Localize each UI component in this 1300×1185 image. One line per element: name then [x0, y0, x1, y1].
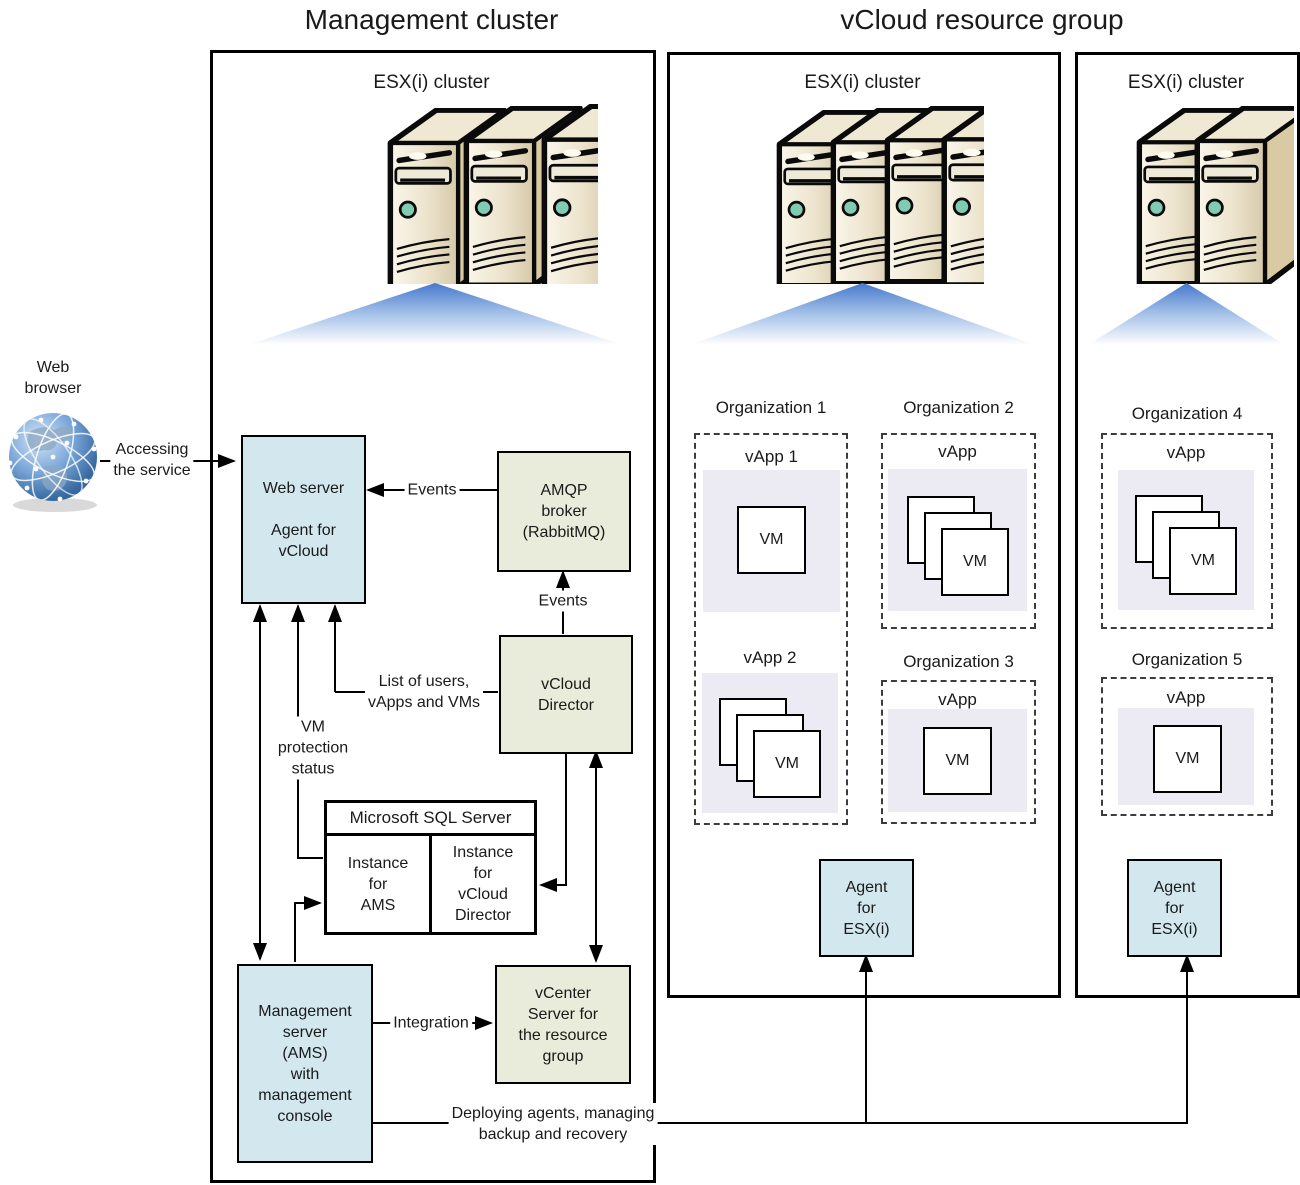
- vm-protection-status-label: VM protection status: [274, 716, 352, 780]
- events-label-broker-to-web: Events: [404, 479, 460, 501]
- aggregation-triangle-resource-2: [1088, 283, 1285, 345]
- vm-stack-front: VM: [753, 730, 821, 798]
- org-4-vapp-label: vApp: [1166, 443, 1206, 462]
- web-server-box: Web server Agent for vCloud: [241, 435, 366, 604]
- server-icon: [544, 106, 598, 284]
- vm-box: VM: [737, 506, 806, 574]
- org-4-label: Organization 4: [1131, 404, 1243, 423]
- org-1-label: Organization 1: [715, 398, 827, 417]
- vcloud-director-box: vCloud Director: [499, 635, 633, 754]
- accessing-service-label: Accessing the service: [110, 439, 194, 481]
- resource-group-title: vCloud resource group: [840, 4, 1124, 35]
- server-icon: [1197, 108, 1294, 284]
- sql-server-box: Microsoft SQL Server Instance for AMS In…: [324, 800, 537, 935]
- vcenter-server-box: vCenter Server for the resource group: [495, 965, 631, 1084]
- vm-stack-front: VM: [941, 528, 1009, 596]
- esx-cluster-label-management: ESX(i) cluster: [373, 72, 490, 93]
- org-2-label: Organization 2: [903, 398, 1014, 417]
- org-2-vapp-label: vApp: [938, 442, 977, 461]
- server-group-resource-2: [1094, 104, 1294, 284]
- events-label-director-to-broker: Events: [535, 590, 591, 612]
- org-1-vapp-1-label: vApp 1: [745, 447, 798, 466]
- vm-box: VM: [1153, 725, 1222, 793]
- org-5-label: Organization 5: [1131, 650, 1243, 669]
- aggregation-triangle-resource-1: [690, 283, 1035, 345]
- org-5-vapp-label: vApp: [1166, 688, 1206, 707]
- org-1-box: [694, 433, 848, 825]
- server-icon: [944, 106, 984, 284]
- org-2-box: [881, 433, 1036, 629]
- management-cluster-title: Management cluster: [304, 4, 559, 35]
- org-4-box: [1101, 433, 1273, 629]
- sql-instance-vcd: Instance for vCloud Director: [429, 836, 534, 932]
- vm-stack-front: VM: [1169, 527, 1237, 595]
- org-1-vapp-2-label: vApp 2: [743, 648, 797, 667]
- list-of-users-label: List of users, vApps and VMs: [364, 671, 484, 713]
- org-3-vapp-label: vApp: [938, 690, 977, 709]
- esx-cluster-label-resource-2: ESX(i) cluster: [1127, 72, 1245, 93]
- esx-cluster-label-resource-1: ESX(i) cluster: [804, 72, 921, 93]
- deploying-agents-label: Deploying agents, managing backup and re…: [448, 1103, 658, 1145]
- management-server-box: Management server (AMS) with management …: [237, 964, 373, 1163]
- web-browser-label: Web browser: [24, 359, 82, 397]
- vm-box: VM: [923, 727, 992, 795]
- agent-esx-box-1: Agent for ESX(i): [819, 859, 914, 957]
- server-group-resource-1: [684, 104, 984, 284]
- sql-instance-ams: Instance for AMS: [347, 854, 409, 914]
- aggregation-triangle-management: [247, 283, 623, 345]
- agent-esx-box-2: Agent for ESX(i): [1127, 859, 1222, 957]
- org-3-box: [881, 680, 1036, 824]
- globe-icon: [7, 413, 97, 512]
- org-5-box: [1101, 677, 1273, 816]
- amqp-broker-box: AMQP broker (RabbitMQ): [497, 451, 631, 572]
- server-group-management: [288, 104, 598, 284]
- org-3-label: Organization 3: [903, 652, 1014, 671]
- integration-label: Integration: [390, 1012, 472, 1034]
- sql-server-header: Microsoft SQL Server: [327, 803, 534, 836]
